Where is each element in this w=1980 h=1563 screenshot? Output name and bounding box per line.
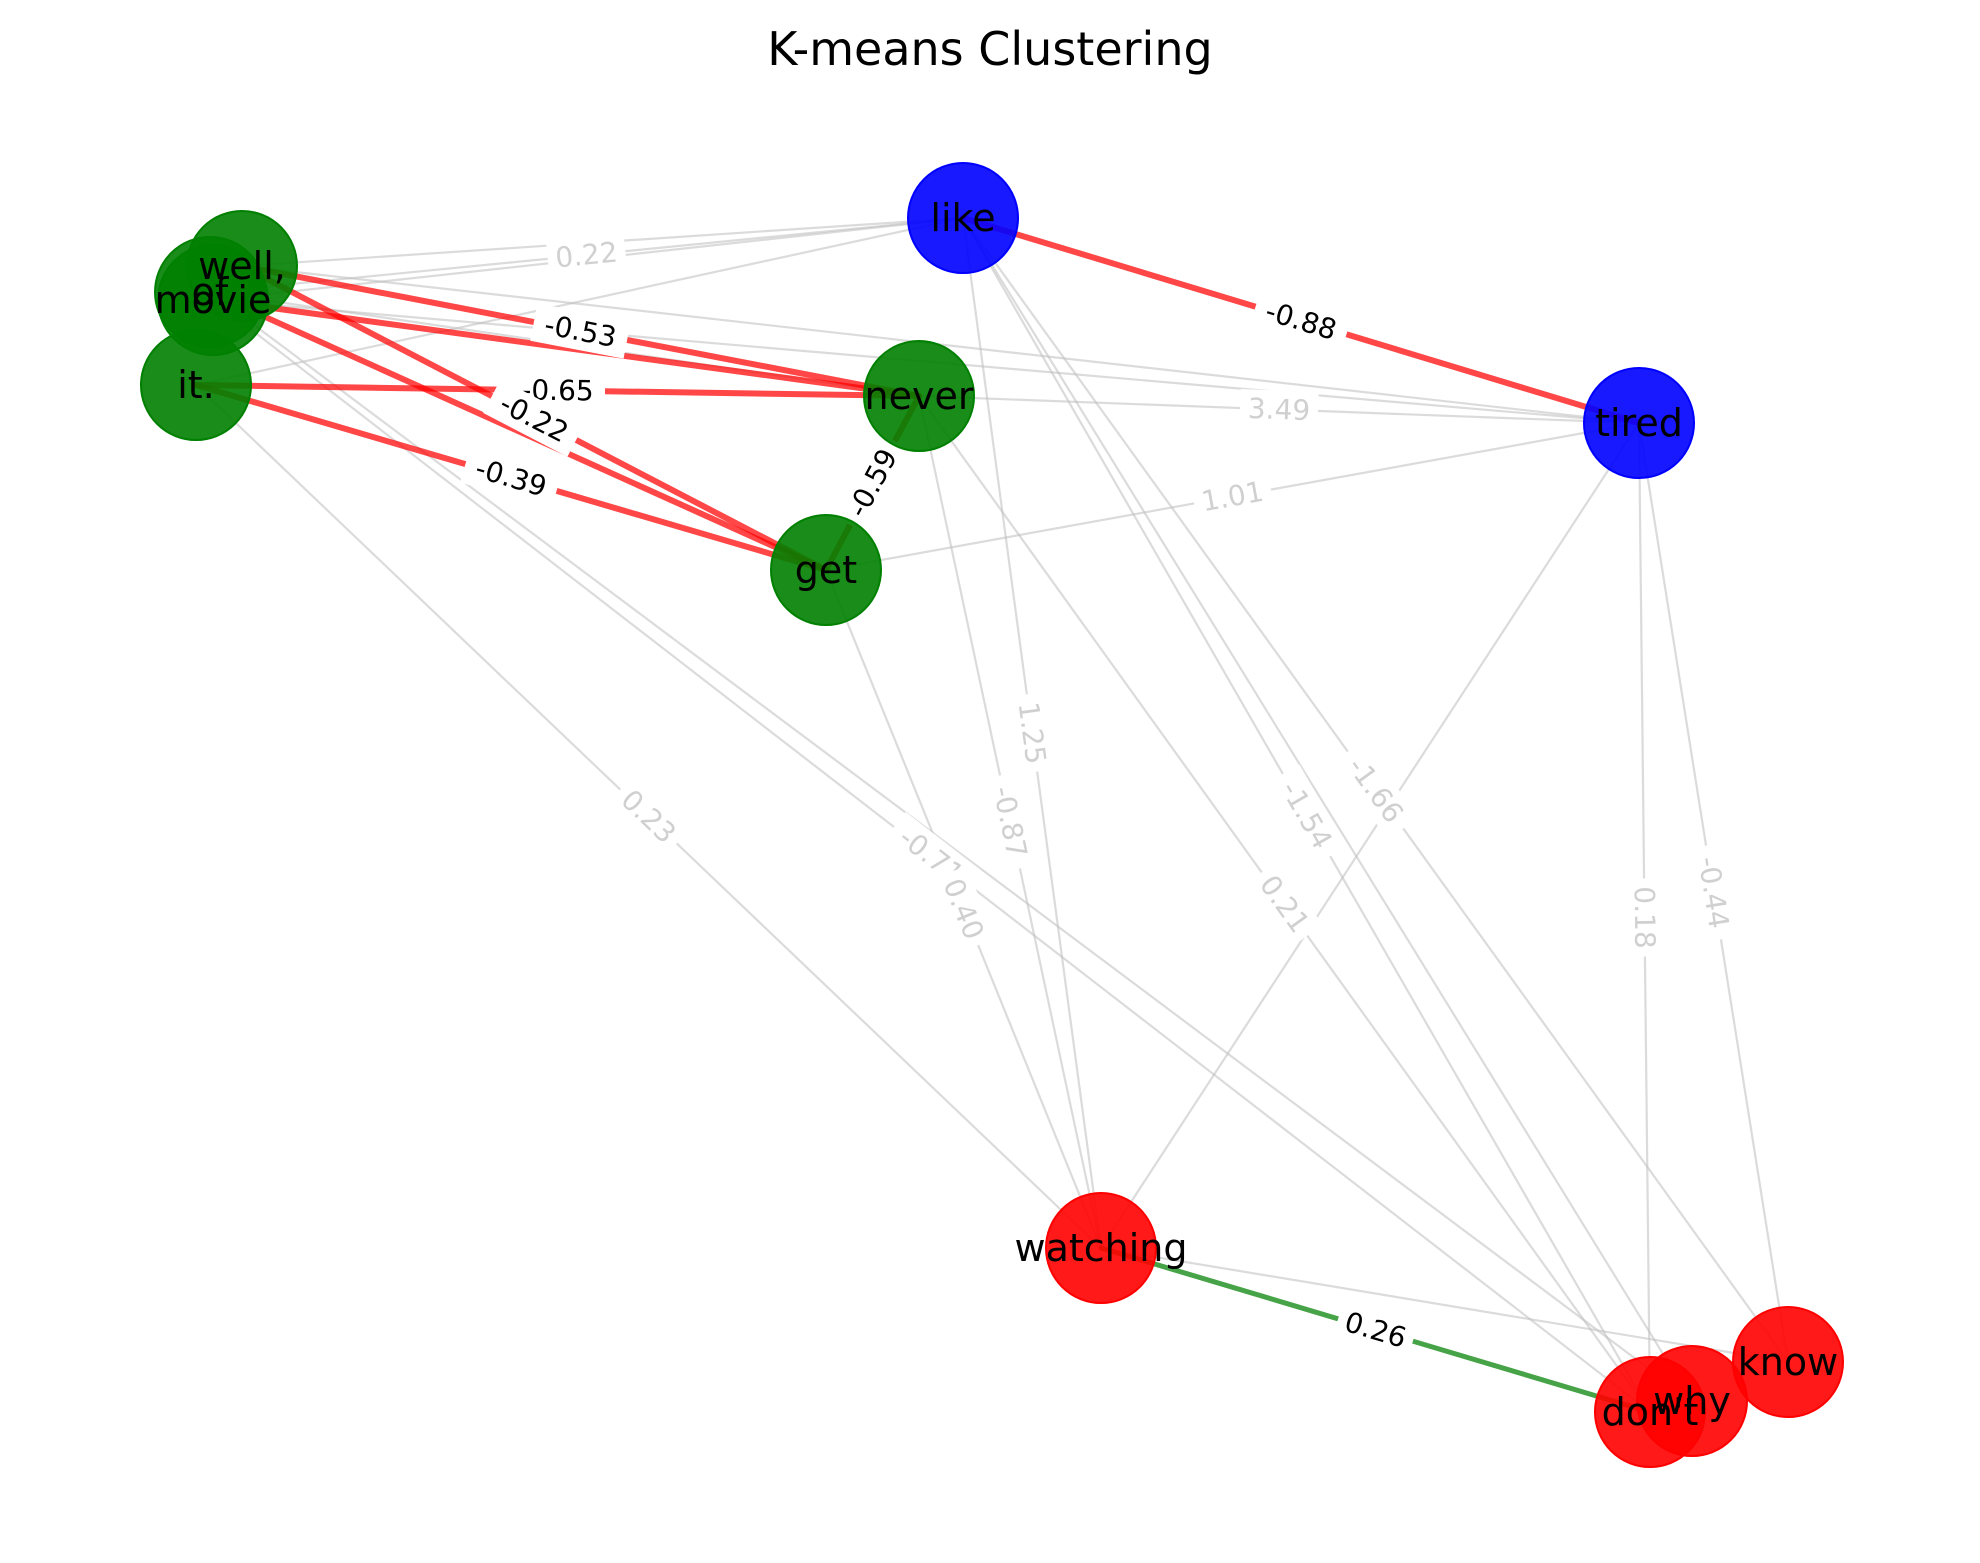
edge-weight-background xyxy=(833,432,912,534)
edge-weight-background xyxy=(483,379,585,457)
node-label-movie: movie xyxy=(155,278,272,322)
nodes-group xyxy=(140,162,1844,1468)
edge-weight-background xyxy=(1266,764,1347,866)
edge-weight-text: -0.59 xyxy=(841,443,904,522)
node-get[interactable] xyxy=(770,514,882,626)
edge-weight-text: -0.87 xyxy=(986,783,1033,861)
edge-weight-label: 1.25 xyxy=(1007,691,1057,775)
edge-weight-label: 3.49 xyxy=(1239,389,1319,430)
edge-weight-background xyxy=(1332,1300,1419,1360)
edge-weight-text: 3.49 xyxy=(1247,392,1311,427)
edge-weight-label: -0.44 xyxy=(1687,842,1740,943)
edge-weight-label: 0.22 xyxy=(545,232,628,278)
edge-weight-text: 0.22 xyxy=(554,236,619,275)
node-label-why: why xyxy=(1653,1379,1731,1423)
node-know[interactable] xyxy=(1732,1306,1844,1418)
edge-weight-label: -0.87 xyxy=(981,771,1039,873)
node-label-tired: tired xyxy=(1595,401,1683,445)
node-label-get: get xyxy=(795,548,857,592)
edge-weight-background xyxy=(1239,389,1319,430)
edge-weight-label: -1.54 xyxy=(1266,764,1347,866)
edge-weight-label: 0.26 xyxy=(1332,1300,1419,1360)
chart-title: K-means Clustering xyxy=(767,22,1213,76)
edge-watching-know xyxy=(1099,1246,1790,1364)
edge-weight-text: 1.25 xyxy=(1012,700,1053,766)
edge-weight-background xyxy=(981,771,1039,873)
edge-weight-background xyxy=(1625,878,1664,957)
edge-like-why xyxy=(961,216,1694,1403)
node-it[interactable] xyxy=(140,329,252,441)
edge-weight-background xyxy=(1190,470,1275,523)
node-label-know: know xyxy=(1738,1340,1838,1384)
edge-weight-background xyxy=(1007,691,1057,775)
edge-weight-label: -0.53 xyxy=(530,303,631,359)
edge-weight-background xyxy=(530,303,631,359)
edge-weight-label: -1.66 xyxy=(1332,740,1419,840)
node-label-well: well, xyxy=(198,244,286,288)
edge-weight-background xyxy=(460,445,562,510)
edge-weight-text: 0.18 xyxy=(1628,886,1662,949)
edge-weight-label: -0.88 xyxy=(1250,288,1352,353)
edge-weight-background xyxy=(607,775,690,858)
edge-of-why xyxy=(208,290,1694,1403)
edge-weight-label: 1.01 xyxy=(1190,470,1275,523)
edge-weight-background xyxy=(1246,861,1323,947)
node-label-like: like xyxy=(930,196,995,240)
node-why[interactable] xyxy=(1636,1345,1748,1457)
edge-tired-watching xyxy=(1099,421,1641,1250)
edge-weight-background xyxy=(931,865,996,953)
node-label-it: it. xyxy=(177,363,215,407)
node-label-never: never xyxy=(865,374,974,418)
edge-movie-never xyxy=(210,297,922,399)
node-label-dont: don't xyxy=(1602,1390,1699,1434)
node-watching[interactable] xyxy=(1045,1192,1157,1304)
edge-weight-background xyxy=(1332,740,1419,840)
edge-weight-text: -1.54 xyxy=(1274,775,1339,854)
node-never[interactable] xyxy=(863,340,975,452)
edge-weight-text: 1.01 xyxy=(1199,475,1266,519)
node-label-watching: watching xyxy=(1014,1226,1187,1270)
edge-weight-label: 0.18 xyxy=(1625,878,1664,957)
edge-it-like xyxy=(194,216,965,387)
edge-weight-label: 0.21 xyxy=(1246,861,1323,947)
node-label-of: of xyxy=(192,270,230,314)
edge-weight-background xyxy=(545,232,628,278)
node-like[interactable] xyxy=(907,162,1019,274)
edge-weight-background xyxy=(1687,842,1740,943)
edge-weight-background xyxy=(1250,288,1352,353)
node-tired[interactable] xyxy=(1583,367,1695,479)
edge-weight-label: 0.40 xyxy=(931,865,996,953)
edge-labels-group: -0.88-0.53-0.65-0.22-0.39-0.590.260.223.… xyxy=(460,232,1740,1360)
edge-weight-label: -0.39 xyxy=(460,445,562,510)
edge-weight-text: -0.44 xyxy=(1692,854,1736,931)
